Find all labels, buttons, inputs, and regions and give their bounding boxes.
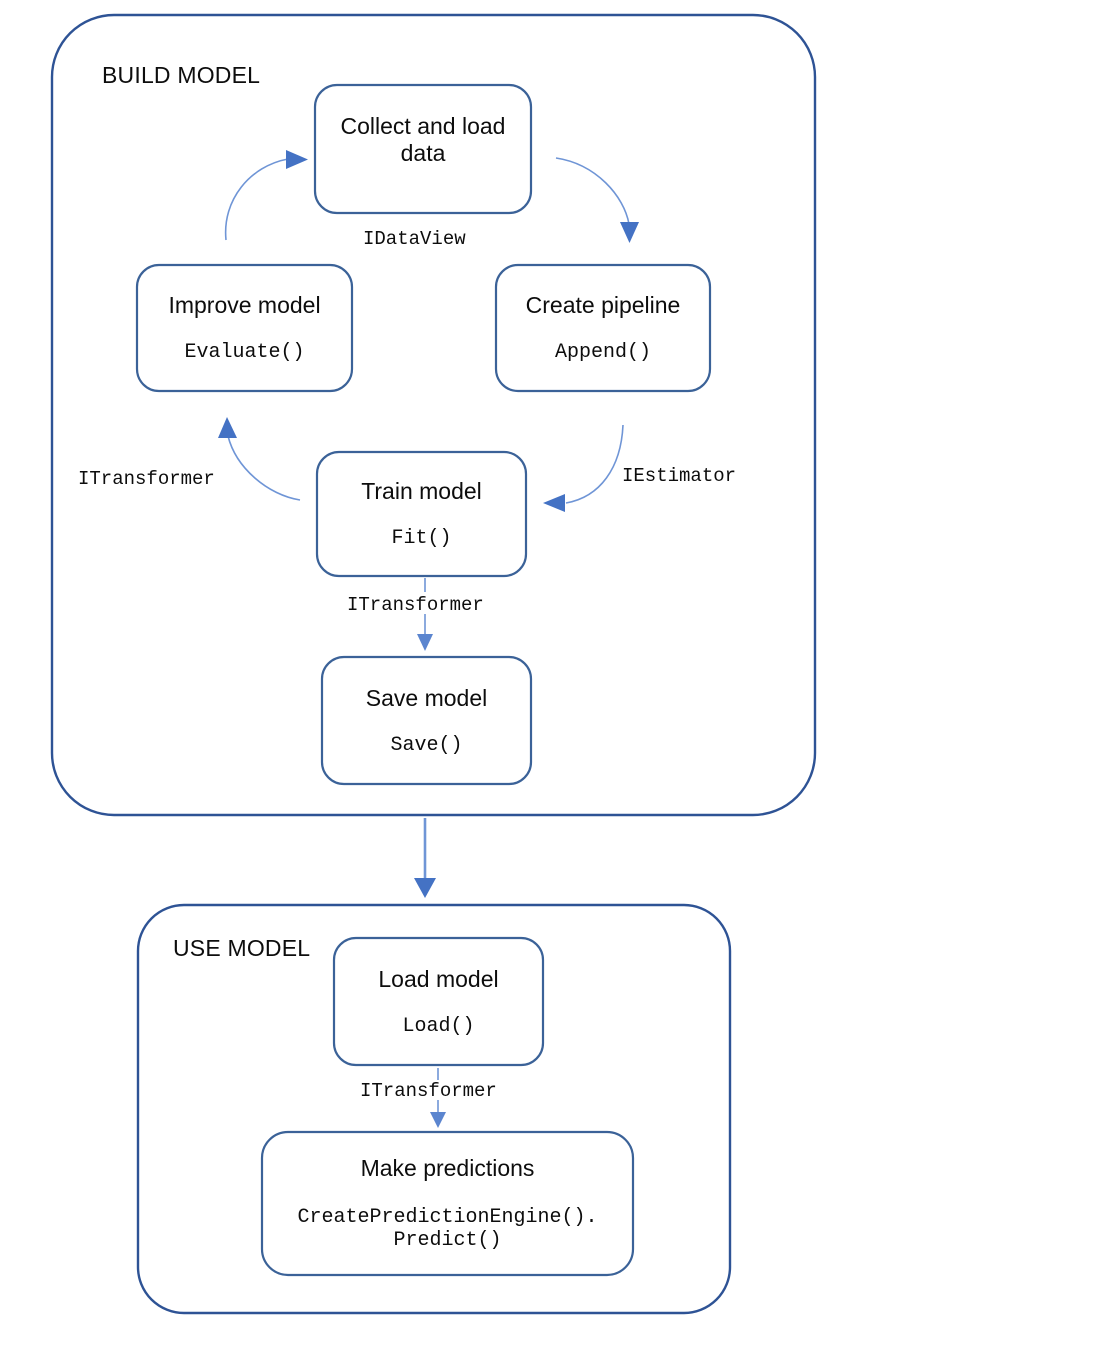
- collect-title-line1: Collect and load: [340, 113, 506, 139]
- node-train-model[interactable]: [315, 450, 528, 578]
- improve-title: Improve model: [168, 292, 321, 318]
- build-model-container: [50, 13, 817, 817]
- node-load-model[interactable]: [332, 936, 545, 1067]
- node-label-improve-model: Improve model Evaluate(): [137, 265, 352, 391]
- edge-label-itransformer-save: ITransformer: [347, 594, 484, 616]
- edge-label-itransformer-improve: ITransformer: [78, 468, 215, 490]
- save-title: Save model: [365, 684, 488, 711]
- connector-pipeline-to-train: [543, 424, 624, 512]
- connector-train-to-save: [417, 578, 433, 651]
- connector-train-to-improve: [218, 417, 301, 501]
- predict-code-line2: Predict(): [393, 1229, 502, 1252]
- connector-collect-to-pipeline: [555, 157, 639, 243]
- train-code: Fit(): [391, 527, 452, 550]
- train-title: Train model: [361, 478, 482, 504]
- section-label-build-model: BUILD MODEL: [102, 62, 261, 88]
- connector-load-to-predict: [430, 1068, 446, 1128]
- use-model-container: [136, 903, 732, 1315]
- node-save-model[interactable]: [320, 655, 533, 786]
- node-create-pipeline[interactable]: [494, 263, 712, 393]
- load-code: Load(): [402, 1014, 475, 1038]
- node-label-collect-and-load-data: Collect and load data: [315, 85, 531, 213]
- edge-label-itransformer-predict: ITransformer: [360, 1080, 497, 1102]
- edge-label-iestimator: IEstimator: [622, 465, 737, 487]
- pipeline-code: Append(): [554, 341, 651, 364]
- edge-label-idataview: IDataView: [363, 228, 466, 250]
- node-collect-and-load-data[interactable]: [313, 83, 533, 215]
- node-label-load-model: Load model Load(): [334, 938, 543, 1065]
- section-label-use-model: USE MODEL: [173, 935, 311, 961]
- node-label-make-predictions: Make predictions CreatePredictionEngine(…: [262, 1132, 633, 1275]
- predict-code-line1: CreatePredictionEngine().: [297, 1206, 598, 1229]
- save-code: Save(): [390, 733, 463, 757]
- pipeline-title: Create pipeline: [525, 292, 681, 318]
- predict-title: Make predictions: [360, 1155, 535, 1181]
- improve-code: Evaluate(): [184, 341, 305, 364]
- connector-build-to-use: [414, 818, 436, 898]
- node-label-create-pipeline: Create pipeline Append(): [496, 265, 710, 391]
- collect-title-line2: data: [400, 140, 446, 166]
- node-label-save-model: Save model Save(): [322, 657, 531, 784]
- load-title: Load model: [378, 965, 499, 992]
- node-improve-model[interactable]: [135, 263, 354, 393]
- node-make-predictions[interactable]: [260, 1130, 635, 1277]
- connector-improve-to-collect: [224, 150, 308, 241]
- node-label-train-model: Train model Fit(): [317, 452, 526, 576]
